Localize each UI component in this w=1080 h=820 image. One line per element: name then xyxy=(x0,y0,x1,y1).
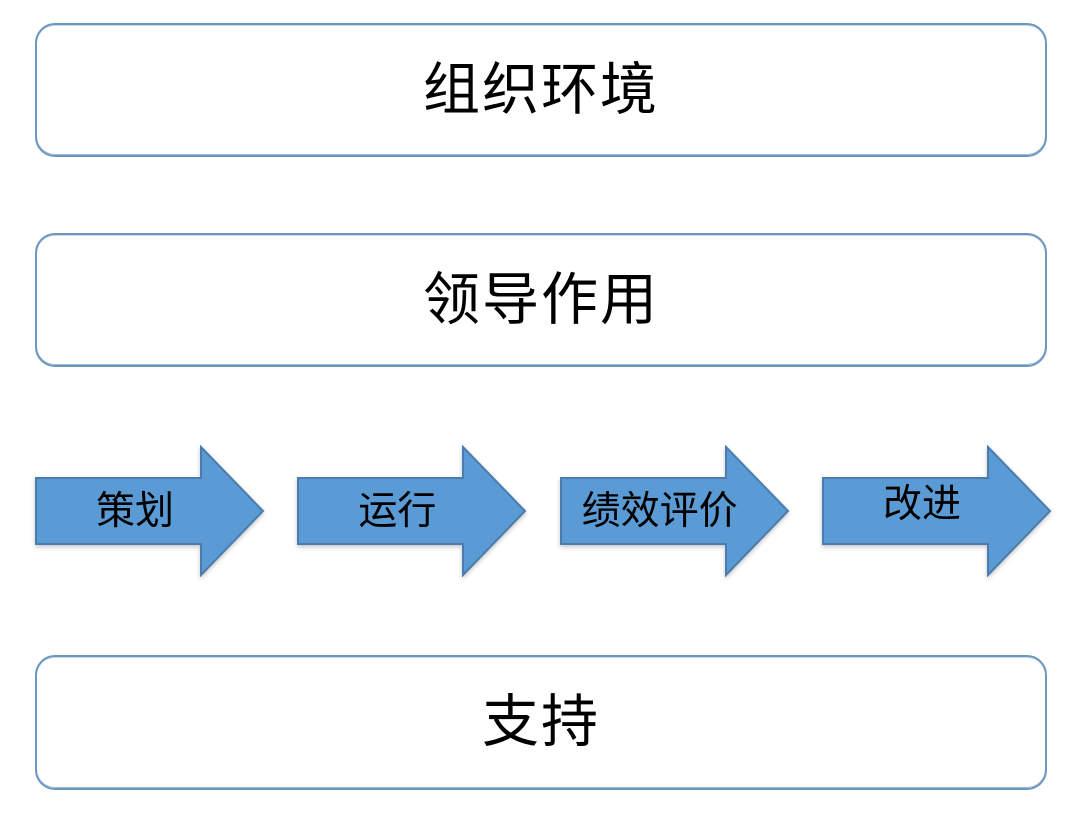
right-arrow-icon xyxy=(821,445,1052,577)
right-arrow-icon xyxy=(559,445,790,577)
box-leadership-label: 领导作用 xyxy=(423,266,659,333)
process-arrow-improvement-label: 改进 xyxy=(882,481,961,527)
process-arrow-performance-evaluation: 绩效评价 xyxy=(559,445,790,577)
box-organizational-context: 组织环境 xyxy=(35,23,1047,157)
right-arrow-icon xyxy=(297,445,527,577)
right-arrow-shape xyxy=(559,445,790,577)
right-arrow-shape xyxy=(821,445,1052,577)
right-arrow-shape xyxy=(35,445,265,577)
right-arrow-icon xyxy=(35,445,265,577)
process-arrow-operation: 运行 xyxy=(297,445,527,577)
right-arrow-shape xyxy=(297,445,527,577)
box-support-label: 支持 xyxy=(482,689,600,755)
process-arrow-performance-evaluation-label: 绩效评价 xyxy=(581,488,738,534)
process-arrow-operation-label: 运行 xyxy=(358,488,437,534)
process-arrow-planning: 策划 xyxy=(35,445,265,577)
box-organizational-context-label: 组织环境 xyxy=(423,56,659,123)
process-arrow-planning-label: 策划 xyxy=(95,488,174,534)
box-support: 支持 xyxy=(35,655,1047,790)
box-leadership: 领导作用 xyxy=(35,233,1047,367)
process-arrow-improvement: 改进 xyxy=(821,445,1052,577)
process-arrow-row: 策划 运行 绩效评价 改进 xyxy=(35,445,1052,577)
